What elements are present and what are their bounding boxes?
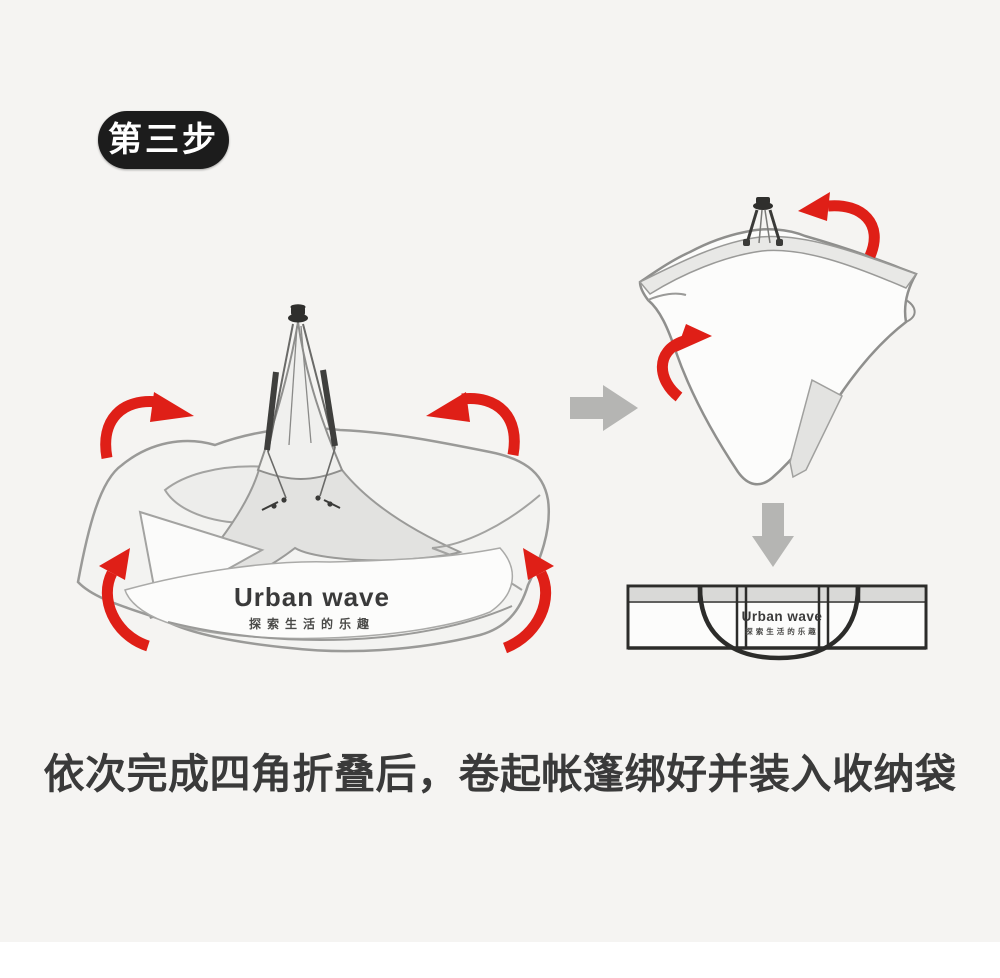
fold-arrow-top-right-icon — [426, 392, 520, 456]
storage-bag-illustration: Urban wave 探索生活的乐趣 — [626, 584, 928, 661]
fold-arrow-left-icon — [656, 324, 712, 402]
instruction-panel: 第三步 — [0, 0, 1000, 942]
fold-arrow-bottom-right-icon — [502, 548, 554, 654]
tent-pole — [261, 304, 341, 511]
fold-arrow-bottom-left-icon — [99, 548, 150, 652]
tent-fabric — [76, 321, 550, 653]
fold-arrow-top-left-icon — [100, 392, 194, 459]
bag-brand-text: Urban wave — [742, 609, 823, 624]
bag-body — [626, 584, 928, 650]
step-badge: 第三步 — [98, 111, 229, 169]
bag-slogan-text: 探索生活的乐趣 — [745, 626, 819, 636]
brand-slogan-text: 探索生活的乐趣 — [249, 616, 375, 631]
brand-logo-text: Urban wave — [234, 582, 390, 612]
tent-unfolded-illustration: Urban wave 探索生活的乐趣 — [76, 304, 554, 654]
arrow-right-icon — [570, 385, 638, 431]
folded-tent-fabric — [638, 227, 918, 486]
arrow-down-icon — [752, 503, 794, 567]
bottom-white-band — [0, 942, 1000, 978]
tent-folded-illustration — [638, 192, 918, 486]
step-badge-label: 第三步 — [108, 121, 219, 159]
caption-text: 依次完成四角折叠后，卷起帐篷绑好并装入收纳袋 — [43, 751, 957, 797]
fold-arrow-upper-icon — [798, 192, 880, 259]
bag-handle — [697, 586, 861, 661]
folded-tent-pole — [743, 197, 783, 246]
